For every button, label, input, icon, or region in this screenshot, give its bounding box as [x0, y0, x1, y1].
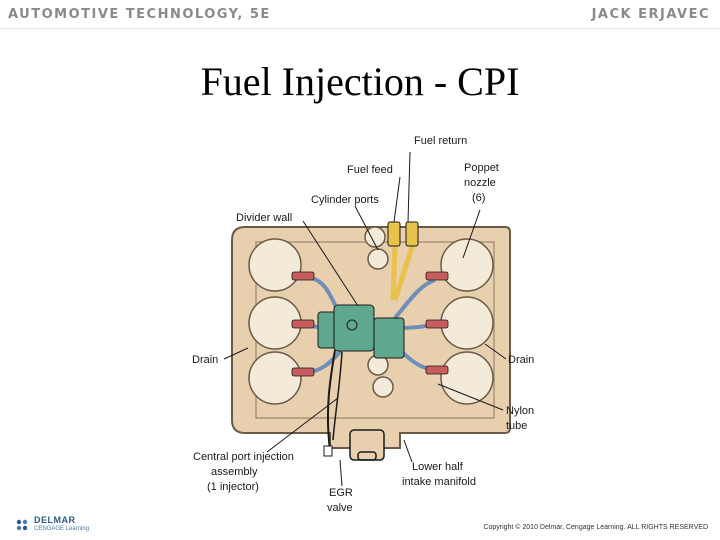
label-cylinder-ports: Cylinder ports [311, 194, 379, 206]
label-egr-valve-line2: valve [327, 502, 353, 514]
label-poppet-nozzle-line2: nozzle [464, 177, 496, 189]
label-cpi-assembly-line2: assembly [211, 466, 258, 478]
cylinder-ports-left [248, 238, 302, 405]
label-egr-valve-line1: EGR [329, 487, 353, 499]
diagram-labels: Fuel return Fuel feed Poppet nozzle (6) … [192, 135, 534, 514]
author-name: JACK ERJAVEC [591, 7, 710, 22]
label-lower-half-line2: intake manifold [402, 476, 476, 488]
delmar-logo-icon [16, 519, 28, 531]
cylinder-ports-right [440, 238, 494, 405]
label-divider-wall: Divider wall [236, 212, 292, 224]
publisher-logo: DELMAR CENGAGE Learning [14, 516, 89, 534]
poppet-nozzles [291, 271, 449, 377]
header-divider [0, 28, 720, 29]
book-title: AUTOMOTIVE TECHNOLOGY, 5E [8, 7, 271, 22]
leader-lines [223, 151, 507, 487]
label-fuel-feed: Fuel feed [347, 164, 393, 176]
label-fuel-return: Fuel return [414, 135, 467, 147]
label-cpi-assembly-line3: (1 injector) [207, 481, 259, 493]
label-drain-right: Drain [508, 354, 534, 366]
logo-subtitle: CENGAGE Learning [34, 526, 90, 532]
label-poppet-nozzle-line1: Poppet [464, 162, 499, 174]
center-ports [364, 226, 394, 398]
label-nylon-tube-line2: tube [506, 420, 527, 432]
slide-title: Fuel Injection - CPI [200, 59, 520, 104]
label-cpi-assembly-line1: Central port injection [193, 451, 294, 463]
label-nylon-tube-line1: Nylon [506, 405, 534, 417]
copyright-notice: Copyright © 2010 Delmar, Cengage Learnin… [483, 524, 708, 531]
label-poppet-nozzle-line3: (6) [472, 192, 485, 204]
label-drain-left: Drain [192, 354, 218, 366]
label-lower-half-line1: Lower half [412, 461, 464, 473]
central-port-injector [317, 304, 405, 359]
egr-valve [349, 429, 385, 461]
logo-name: DELMAR [34, 515, 76, 525]
